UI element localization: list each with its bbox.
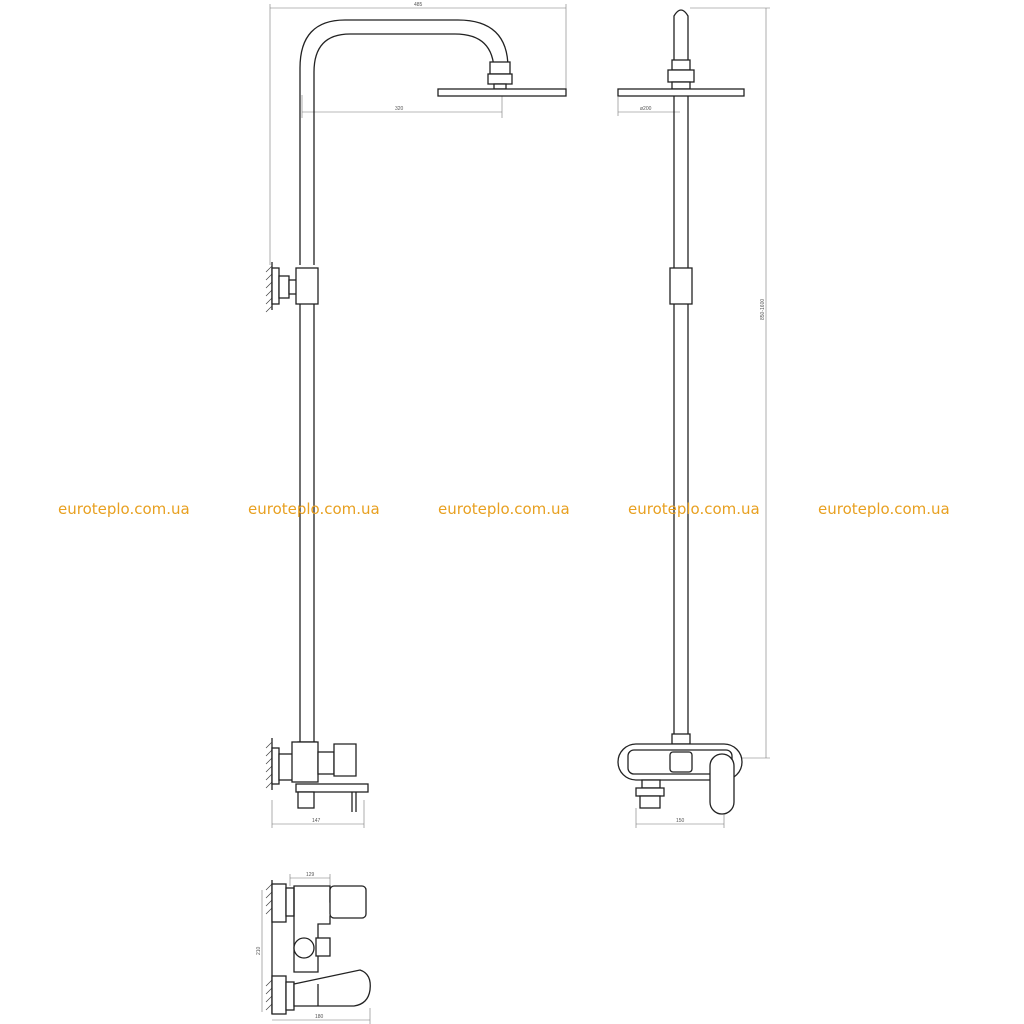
dim-bottom-height: 210	[256, 946, 262, 955]
watermark-text: euroteplo.com.ua	[58, 500, 190, 518]
front-view: ø200 850-1600 150	[617, 7, 770, 828]
mixer-wall-flange	[271, 747, 280, 785]
mixer-lever-front	[709, 753, 735, 815]
dim-arm-reach: 320	[395, 106, 404, 112]
spout-bottom	[293, 969, 371, 1007]
mixer-body-side	[291, 741, 319, 783]
mixer-window	[669, 751, 693, 773]
dim-arm-width: 485	[414, 2, 423, 8]
upper-wall-flange	[271, 267, 280, 305]
dim-head-size: ø200	[640, 106, 652, 112]
side-view: 485 320	[265, 2, 567, 828]
shower-arm-inner	[313, 33, 495, 265]
riser-clamp	[295, 267, 319, 305]
dim-bottom-depth: 180	[315, 1014, 324, 1020]
riser-clamp-front	[669, 267, 693, 305]
mixer-lever-side	[333, 743, 357, 777]
dim-height-range: 850-1600	[760, 299, 766, 320]
bottom-view: 129 210 180	[256, 872, 371, 1024]
dim-mixer-width: 150	[676, 818, 685, 824]
diverter-knob	[329, 885, 367, 919]
shower-arm-outer	[299, 19, 509, 265]
shower-head-side	[437, 88, 567, 97]
dim-mixer-depth: 147	[312, 818, 321, 824]
spout-side	[295, 783, 369, 793]
watermark-text: euroteplo.com.ua	[628, 500, 760, 518]
dim-bottom-top: 129	[306, 872, 315, 878]
shower-head-front	[617, 88, 745, 97]
watermark-text: euroteplo.com.ua	[818, 500, 950, 518]
watermark-text: euroteplo.com.ua	[248, 500, 380, 518]
watermark-text: euroteplo.com.ua	[438, 500, 570, 518]
diverter-button	[293, 937, 315, 959]
